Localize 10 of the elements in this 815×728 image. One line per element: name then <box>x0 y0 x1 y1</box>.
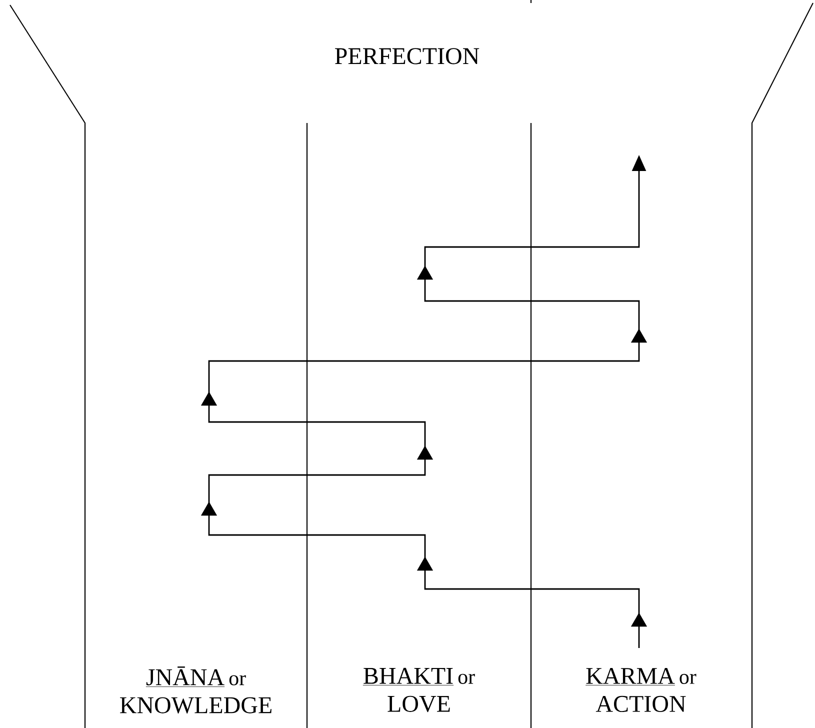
column-word: or <box>458 674 475 684</box>
column-meaning: LOVE <box>388 696 450 712</box>
column-word: or <box>229 675 246 686</box>
column-meaning: ACTION <box>596 696 686 712</box>
column-meaning: KNOWLEDGE <box>120 697 272 714</box>
column-word: or <box>680 674 696 684</box>
column-term: KARMA <box>585 668 676 686</box>
heading-text: PERFECTION <box>335 48 480 64</box>
column-term: JNĀNA <box>146 666 225 687</box>
column-term: BHAKTI <box>362 668 454 686</box>
